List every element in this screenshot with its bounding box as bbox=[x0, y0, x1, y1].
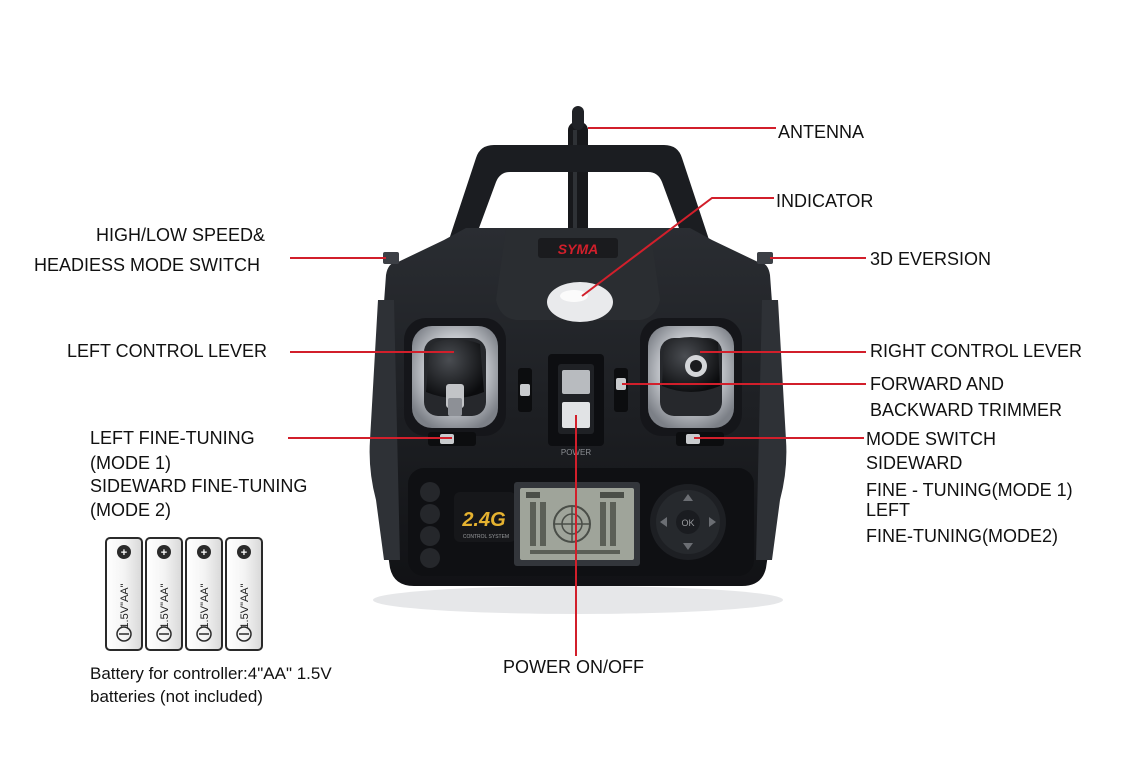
left-stick bbox=[404, 318, 506, 436]
label-mode-5: FINE-TUNING(MODE2) bbox=[866, 526, 1058, 546]
label-forward-trim-1: FORWARD AND bbox=[870, 374, 1005, 394]
svg-text:+: + bbox=[201, 547, 207, 559]
label-left-fine-4: (MODE 2) bbox=[90, 500, 171, 520]
label-forward-trim-2: BACKWARD TRIMMER bbox=[870, 400, 1063, 420]
battery-label: 1.5V"AA" bbox=[199, 583, 211, 628]
callout-lines bbox=[288, 127, 866, 656]
badge-subtext: CONTROL SYSTEM bbox=[463, 534, 509, 540]
direction-pad: OK bbox=[650, 484, 726, 560]
top-panel bbox=[496, 228, 660, 320]
label-left-lever: LEFT CONTROL LEVER bbox=[67, 341, 268, 361]
label-left-fine-3: SIDEWARD FINE-TUNING bbox=[90, 476, 308, 496]
label-right-lever: RIGHT CONTROL LEVER bbox=[870, 341, 1083, 361]
battery-label: 1.5V"AA" bbox=[119, 583, 131, 628]
battery-label: 1.5V"AA" bbox=[239, 583, 251, 628]
label-antenna: ANTENNA bbox=[778, 122, 865, 142]
label-mode-1: MODE SWITCH bbox=[866, 429, 996, 449]
brand-logo: SYMA bbox=[558, 241, 598, 257]
label-indicator: INDICATOR bbox=[776, 191, 874, 211]
battery: + 1.5V"AA" bbox=[185, 537, 223, 651]
label-eversion: 3D EVERSION bbox=[870, 249, 992, 269]
battery-group: + 1.5V"AA" + 1.5V"AA" + 1.5V"AA" + 1.5V"… bbox=[105, 537, 263, 651]
callout-indicator bbox=[581, 197, 774, 297]
battery: + 1.5V"AA" bbox=[105, 537, 143, 651]
right-grip bbox=[756, 300, 787, 560]
speed-switch bbox=[383, 252, 399, 264]
badge-24g: 2.4G CONTROL SYSTEM bbox=[454, 492, 516, 542]
label-speed-switch-2: HEADIESS MODE SWITCH bbox=[34, 255, 261, 275]
label-mode-4: LEFT bbox=[866, 500, 911, 520]
right-stick bbox=[640, 318, 742, 436]
badge-text: 2.4G bbox=[461, 509, 505, 531]
left-vertical-trim bbox=[518, 368, 532, 412]
battery-label: 1.5V"AA" bbox=[159, 583, 171, 628]
label-left-fine-2: (MODE 1) bbox=[90, 453, 171, 473]
shadow bbox=[373, 586, 783, 614]
svg-text:+: + bbox=[161, 547, 167, 559]
left-buttons bbox=[420, 482, 440, 568]
indicator-light bbox=[547, 282, 613, 322]
battery-note-2: batteries (not included) bbox=[90, 687, 263, 706]
label-mode-3: FINE - TUNING(MODE 1) bbox=[866, 480, 1073, 500]
label-speed-switch-1: HIGH/LOW SPEED& bbox=[96, 225, 266, 245]
svg-text:+: + bbox=[121, 547, 127, 559]
label-left-fine-1: LEFT FINE-TUNING bbox=[90, 428, 255, 448]
forward-backward-trim bbox=[614, 368, 628, 412]
left-grip bbox=[369, 300, 400, 560]
battery-note-1: Battery for controller:4"AA" 1.5V bbox=[90, 664, 332, 683]
ok-text: OK bbox=[681, 518, 694, 528]
label-power: POWER ON/OFF bbox=[503, 657, 644, 677]
svg-text:+: + bbox=[241, 547, 247, 559]
eversion-button bbox=[757, 252, 773, 264]
battery: + 1.5V"AA" bbox=[145, 537, 183, 651]
battery: + 1.5V"AA" bbox=[225, 537, 263, 651]
brand-plate bbox=[538, 238, 618, 258]
controller: SYMA bbox=[369, 106, 787, 614]
antenna bbox=[568, 106, 588, 240]
label-mode-2: SIDEWARD bbox=[866, 453, 963, 473]
